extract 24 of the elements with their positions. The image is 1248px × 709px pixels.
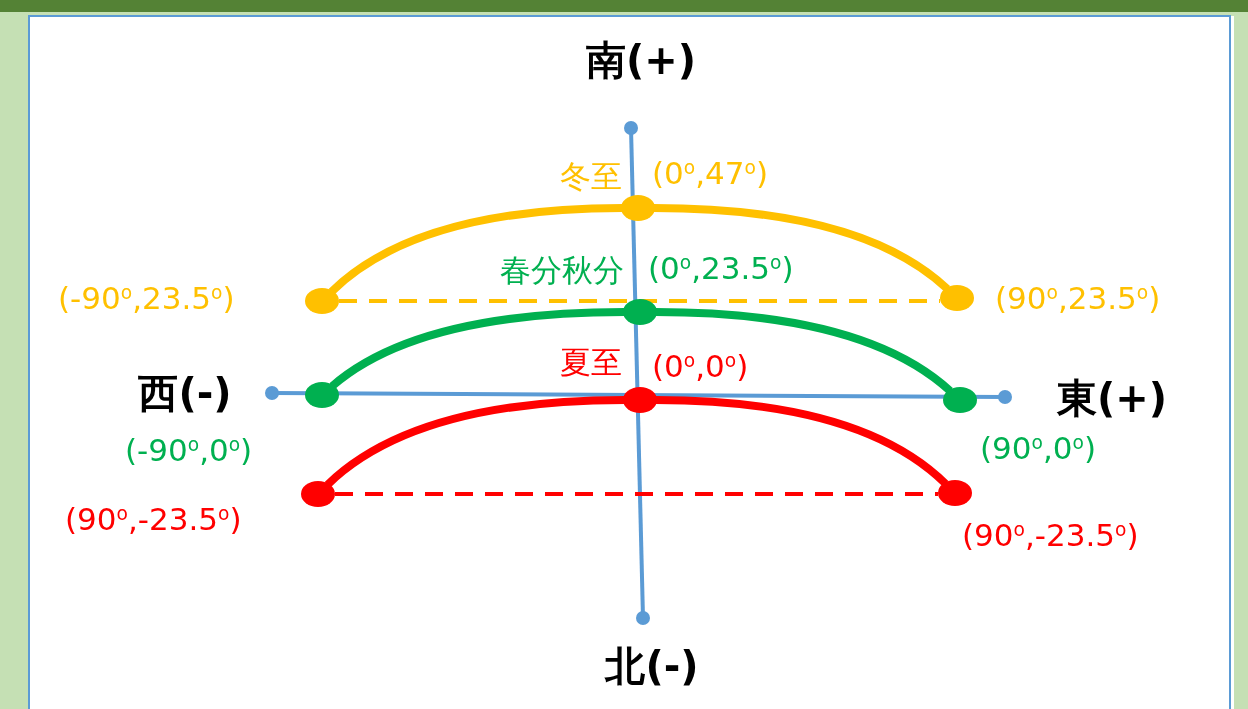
- coordinate-label: (90$^{o}$,23.5$^{o}$): [995, 283, 1161, 314]
- coordinate-label: (90$^{o}$,-23.5$^{o}$): [65, 504, 242, 535]
- coordinate-label: (0$^{o}$,23.5$^{o}$): [648, 253, 794, 284]
- season-label: 冬至: [560, 161, 622, 192]
- arc-line: [655, 396, 949, 487]
- arc-line: [655, 308, 953, 395]
- direction-label: 南(+): [585, 40, 697, 80]
- coordinate-label: (90$^{o}$,-23.5$^{o}$): [962, 520, 1139, 551]
- coordinate-label: (90$^{o}$,0$^{o}$): [980, 433, 1096, 464]
- coordinate-label: (0$^{o}$,47$^{o}$): [652, 158, 769, 189]
- season-label: 春分秋分: [500, 255, 624, 286]
- dashed-line: [339, 299, 940, 303]
- season-label: 夏至: [560, 347, 622, 378]
- arc-line: [328, 204, 623, 295]
- direction-label: 東(+): [1056, 378, 1168, 418]
- coordinate-label: (-90$^{o}$,23.5$^{o}$): [58, 283, 235, 314]
- arc-line: [653, 204, 950, 292]
- direction-label: 西(-): [138, 373, 232, 413]
- coordinate-label: (0$^{o}$,0$^{o}$): [652, 351, 749, 382]
- arc-line: [324, 396, 625, 488]
- dashed-line: [335, 492, 938, 496]
- arc-line: [329, 308, 625, 390]
- coordinate-label: (-90$^{o}$,0$^{o}$): [125, 435, 253, 466]
- direction-label: 北(-): [605, 646, 699, 686]
